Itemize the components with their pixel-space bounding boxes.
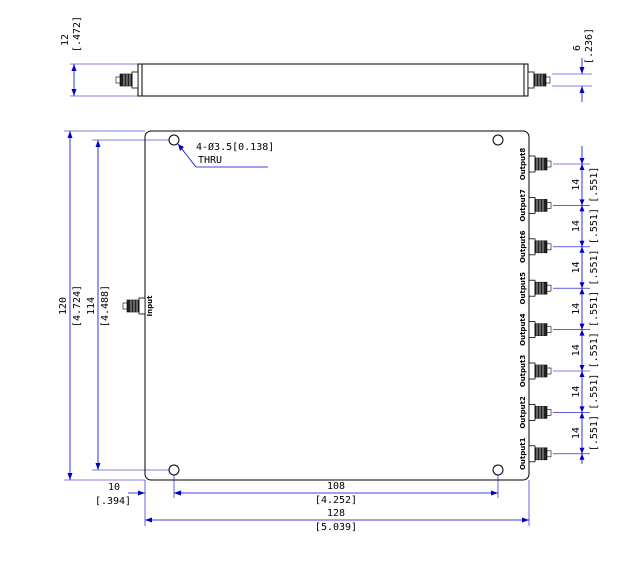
side-view-body xyxy=(137,63,529,97)
outer-height-dim: 120 xyxy=(58,297,69,315)
pitch-dim: 14 xyxy=(571,427,582,439)
output-label: Output3 xyxy=(519,355,527,388)
overall-width-dim: 128 xyxy=(327,508,345,519)
hole-span-dim-inch: [4.252] xyxy=(315,495,357,506)
mounting-hole xyxy=(492,464,504,476)
hole-offset-dim-inch: [.394] xyxy=(95,496,131,507)
output-connector xyxy=(528,321,552,339)
mounting-hole xyxy=(492,134,504,146)
side-height-dim-inch: [.472] xyxy=(72,16,83,52)
output-connector xyxy=(528,362,552,380)
output-connector xyxy=(528,196,552,214)
mounting-hole xyxy=(168,134,180,146)
hole-height-dim-inch: [4.488] xyxy=(100,285,111,327)
pitch-dim: 14 xyxy=(571,386,582,398)
hole-note: 4-Ø3.5[0.138] xyxy=(196,141,274,153)
output-connector xyxy=(528,403,552,421)
side-connector-dim: 6 xyxy=(572,45,583,51)
pitch-dim: 14 xyxy=(571,344,582,356)
pitch-dim: 14 xyxy=(571,303,582,315)
output-connector xyxy=(528,279,552,297)
pitch-dim-inch: [.551] xyxy=(589,374,600,410)
output-label: Output8 xyxy=(519,148,527,181)
output-label: Output2 xyxy=(519,396,527,429)
output-connector xyxy=(528,238,552,256)
input-label: Input xyxy=(146,295,154,317)
pitch-dim-inch: [.551] xyxy=(589,249,600,285)
hole-height-dim: 114 xyxy=(86,297,97,315)
side-height-dim: 12 xyxy=(60,34,71,46)
hole-note-thru: THRU xyxy=(198,155,222,166)
pitch-dim-inch: [.551] xyxy=(589,291,600,327)
hole-offset-dim: 10 xyxy=(108,482,120,493)
overall-width-dim-inch: [5.039] xyxy=(315,522,357,533)
output-label: Output4 xyxy=(519,313,527,346)
output-label: Output1 xyxy=(519,437,527,470)
pitch-dim: 14 xyxy=(571,220,582,232)
pitch-dim: 14 xyxy=(571,179,582,191)
output-connectors: Output8Output7Output6Output5Output4Outpu… xyxy=(519,148,552,470)
pitch-dim-inch: [.551] xyxy=(589,167,600,203)
pitch-dim-inch: [.551] xyxy=(589,208,600,244)
output-label: Output5 xyxy=(519,272,527,305)
outer-height-dim-inch: [4.724] xyxy=(72,285,83,327)
side-view: 12 [.472] 6 [.236] xyxy=(60,16,595,102)
output-label: Output7 xyxy=(519,189,527,222)
input-connector xyxy=(122,297,146,315)
pitch-dim: 14 xyxy=(571,261,582,273)
output-label: Output6 xyxy=(519,230,527,263)
top-view: 4-Ø3.5[0.138] THRU Input Output8Output7O… xyxy=(58,130,600,533)
side-left-connector xyxy=(115,71,139,89)
side-right-connector xyxy=(527,71,551,89)
output-pitch-dimensions: 14 [.551] 14 [.551] 14 [.551] 14 [.551] 14 [.551]… xyxy=(553,146,600,464)
hole-span-dim: 108 xyxy=(327,481,345,492)
output-connector xyxy=(528,445,552,463)
pitch-dim-inch: [.551] xyxy=(589,332,600,368)
pitch-dim-inch: [.551] xyxy=(589,415,600,451)
mounting-hole xyxy=(168,464,180,476)
side-connector-dim-inch: [.236] xyxy=(584,28,595,64)
output-connector xyxy=(528,155,552,173)
top-view-body xyxy=(144,130,530,481)
